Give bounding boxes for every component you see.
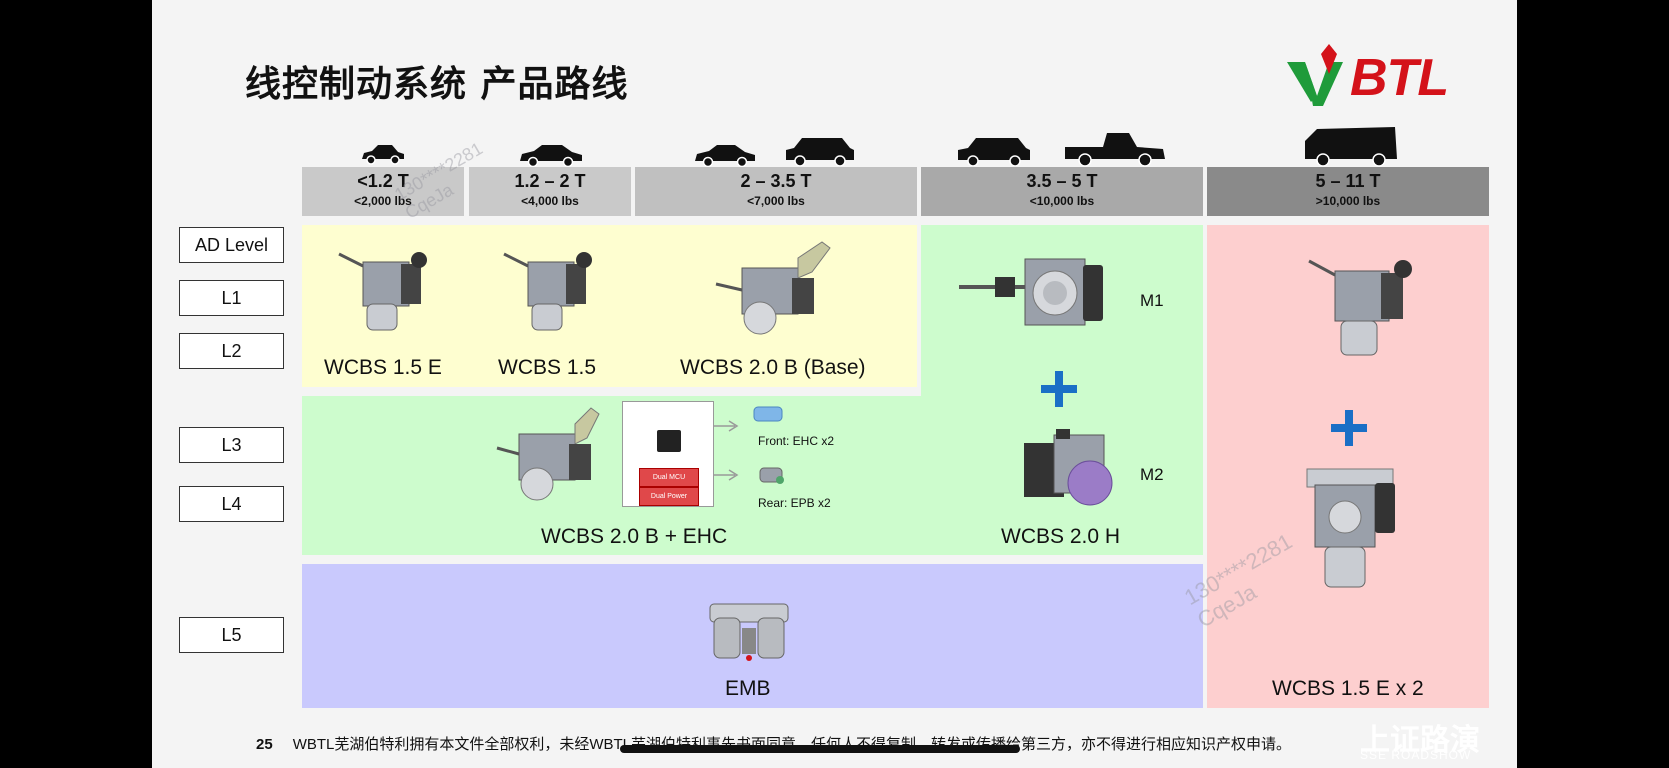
weight-range: 3.5 – 5 T bbox=[1026, 171, 1098, 191]
product-wcbs-20b: WCBS 2.0 B (Base) bbox=[680, 356, 866, 379]
wcbs-15e-x2-top-unit-icon bbox=[1308, 259, 1412, 356]
product-wcbs-15e: WCBS 1.5 E bbox=[324, 356, 442, 379]
copyright-text: WBTL芜湖伯特利拥有本文件全部权利，未经WBTL芜湖伯特利事先书面同意，任何人… bbox=[293, 736, 1291, 753]
compact-car-icon bbox=[520, 145, 582, 167]
level-l1: L1 bbox=[179, 280, 284, 316]
wbtl-logo-icon bbox=[1287, 44, 1343, 106]
van-icon bbox=[1305, 127, 1397, 167]
wcbs-20h-m2-unit-icon bbox=[1024, 429, 1113, 506]
weight-header-1: <1.2 T <2,000 lbs bbox=[302, 167, 464, 216]
level-l4: L4 bbox=[179, 486, 284, 522]
pickup-truck-icon bbox=[1065, 133, 1165, 167]
wcbs-15-unit-icon bbox=[503, 252, 592, 331]
weight-range: 2 – 3.5 T bbox=[740, 171, 812, 191]
emb-caliper-icon bbox=[709, 603, 789, 661]
product-wcbs-15: WCBS 1.5 bbox=[498, 356, 597, 379]
weight-lbs: <2,000 lbs bbox=[354, 194, 412, 208]
front-ehc-label: Front: EHC x2 bbox=[758, 434, 835, 448]
arrow-rear-icon bbox=[713, 469, 739, 481]
product-wcbs-15e-x2: WCBS 1.5 E x 2 bbox=[1272, 677, 1424, 700]
weight-lbs: >10,000 lbs bbox=[1315, 194, 1381, 208]
module-m1-label: M1 bbox=[1140, 291, 1164, 310]
arrow-front-icon bbox=[713, 420, 739, 432]
scroll-bar[interactable] bbox=[620, 745, 1020, 753]
wcbs-20h-m1-unit-icon bbox=[959, 258, 1103, 326]
brand-name: 上证路演 bbox=[1360, 724, 1480, 757]
product-wcbs-20b-ehc: WCBS 2.0 B + EHC bbox=[541, 525, 728, 548]
weight-lbs: <7,000 lbs bbox=[747, 194, 805, 208]
weight-header-3: 2 – 3.5 T <7,000 lbs bbox=[635, 167, 917, 216]
epb-caliper-icon bbox=[759, 467, 784, 484]
page-title: 线控制动系统 产品路线 bbox=[245, 64, 629, 105]
weight-header-5: 5 – 11 T >10,000 lbs bbox=[1207, 167, 1489, 216]
small-car-icon bbox=[362, 145, 404, 165]
dual-mcu-label: Dual MCU bbox=[639, 468, 699, 487]
weight-header-2: 1.2 – 2 T <4,000 lbs bbox=[469, 167, 631, 216]
weight-lbs: <4,000 lbs bbox=[521, 194, 579, 208]
page-number: 25 bbox=[256, 736, 273, 753]
plus-icon bbox=[1041, 371, 1077, 407]
weight-range: 5 – 11 T bbox=[1315, 171, 1381, 191]
wcbs-20behc-unit-icon bbox=[496, 407, 600, 501]
wcbs-15e-x2-bottom-unit-icon bbox=[1306, 468, 1395, 588]
weight-range: 1.2 – 2 T bbox=[514, 171, 586, 191]
level-l5: L5 bbox=[179, 617, 284, 653]
module-m2-label: M2 bbox=[1140, 465, 1164, 484]
weight-lbs: <10,000 lbs bbox=[1029, 194, 1095, 208]
ehc-caliper-icon bbox=[753, 406, 783, 422]
dual-power-label: Dual Power bbox=[639, 487, 699, 506]
ecu-chip-icon bbox=[657, 430, 681, 452]
dual-controller-box: Dual MCU Dual Power bbox=[622, 401, 714, 507]
level-l2: L2 bbox=[179, 333, 284, 369]
wcbs-15e-unit-icon bbox=[338, 252, 427, 331]
logo-text: BTL bbox=[1350, 49, 1449, 107]
level-ad: AD Level bbox=[179, 227, 284, 263]
plus-icon bbox=[1331, 410, 1367, 446]
rear-epb-label: Rear: EPB x2 bbox=[758, 496, 831, 510]
brand-sub: SSE ROADSHOW bbox=[1360, 748, 1472, 762]
suv-icon bbox=[786, 138, 854, 166]
wcbs-20b-unit-icon bbox=[715, 241, 831, 335]
level-l3: L3 bbox=[179, 427, 284, 463]
footer: 25 WBTL芜湖伯特利拥有本文件全部权利，未经WBTL芜湖伯特利事先书面同意，任… bbox=[256, 733, 1291, 754]
product-emb: EMB bbox=[725, 677, 771, 700]
product-wcbs-20h: WCBS 2.0 H bbox=[1001, 525, 1121, 548]
weight-range: <1.2 T bbox=[357, 171, 409, 191]
sedan-icon bbox=[695, 145, 755, 167]
weight-header-4: 3.5 – 5 T <10,000 lbs bbox=[921, 167, 1203, 216]
large-suv-icon bbox=[958, 138, 1030, 166]
